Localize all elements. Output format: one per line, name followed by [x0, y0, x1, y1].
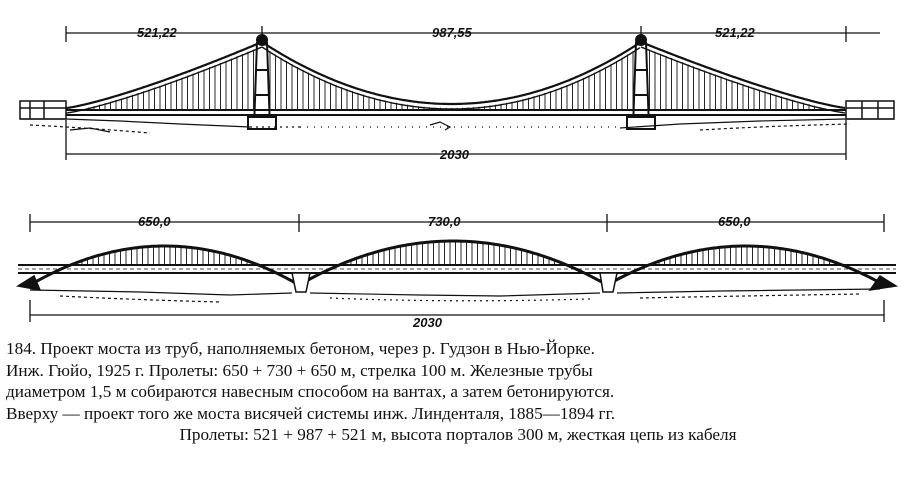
- suspension-left-tower: [247, 34, 277, 130]
- arch-deck: [18, 264, 896, 274]
- arch-bottom-dimension-line: [29, 300, 885, 322]
- caption-line-3: диаметром 1,5 м собираются навесным спос…: [6, 382, 615, 401]
- suspension-right-abutment: [845, 100, 895, 120]
- arch-left-span-label: 650,0: [138, 214, 171, 229]
- suspension-hangers: [71, 49, 843, 112]
- arch-ribs: [29, 239, 884, 287]
- suspension-top-dimension-line: [65, 26, 880, 42]
- suspension-deck: [66, 109, 846, 116]
- arch-ground: [29, 288, 881, 303]
- caption-line-2: Инж. Гюйо, 1925 г. Пролеты: 650 + 730 + …: [6, 360, 593, 380]
- arch-hangers: [70, 241, 841, 265]
- suspension-bottom-dimension-line: [65, 120, 847, 160]
- arch-bridge-drawing: 650,0 730,0 650,0: [15, 214, 899, 330]
- suspension-bridge-drawing: 521,22 987,55 521,22: [19, 25, 895, 162]
- suspension-main-span-label: 987,55: [432, 25, 473, 40]
- caption-line-1: 184. Проект моста из труб, наполняемых б…: [6, 339, 595, 358]
- bridge-drawings: 521,22 987,55 521,22: [15, 25, 899, 330]
- arch-top-dimension-line: [29, 214, 885, 232]
- figure-caption: 184. Проект моста из труб, наполняемых б…: [6, 338, 910, 446]
- arch-right-span-label: 650,0: [718, 214, 751, 229]
- arch-total-length-label: 2030: [412, 315, 443, 330]
- arch-piers: [15, 272, 899, 293]
- caption-line-5: Пролеты: 521 + 987 + 521 м, высота порта…: [179, 425, 737, 444]
- suspension-right-span-label: 521,22: [715, 25, 756, 40]
- arch-main-span-label: 730,0: [428, 214, 461, 229]
- suspension-total-length-label: 2030: [439, 147, 470, 162]
- suspension-cables: [65, 40, 846, 114]
- caption-line-4: Вверху — проект того же моста висячей си…: [6, 403, 615, 423]
- suspension-ground: [20, 118, 894, 134]
- suspension-left-abutment: [19, 100, 67, 120]
- suspension-left-span-label: 521,22: [137, 25, 178, 40]
